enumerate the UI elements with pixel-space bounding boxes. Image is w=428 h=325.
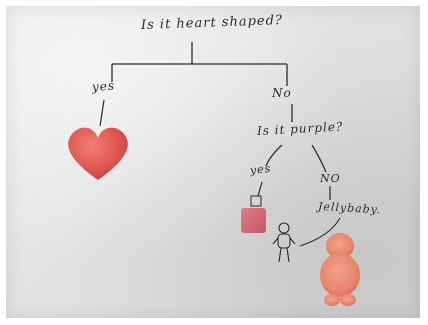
branch-yes-label: yes (92, 78, 116, 94)
subyes-to-square-line (258, 182, 262, 196)
branch-no-label: No (272, 86, 292, 100)
sub-yes-label: yes (249, 162, 272, 177)
sub-no-branch-line (312, 145, 326, 172)
square-candy-outline (251, 196, 261, 206)
jellybaby-candy (320, 233, 360, 306)
jellybaby-sketch-icon (273, 223, 295, 262)
sub-no-label: NO (320, 172, 341, 185)
square-candy (241, 208, 266, 233)
yes-to-heart-line (100, 100, 104, 126)
heart-candy (68, 128, 128, 180)
